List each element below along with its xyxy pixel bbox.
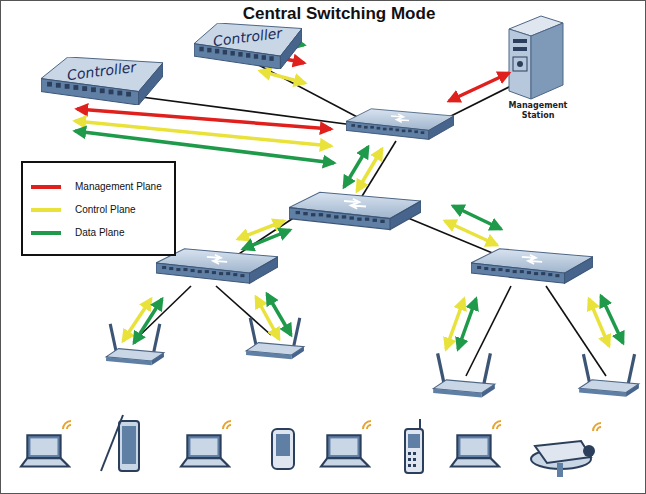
legend-row: Control Plane [31, 198, 168, 221]
station-label: Management Station [506, 101, 570, 121]
legend-box: Management PlaneControl PlaneData Plane [21, 161, 176, 256]
legend-swatch [31, 231, 61, 235]
controller-box: Controller [41, 57, 163, 105]
legend-row: Management Plane [31, 175, 168, 198]
diagram-title: Central Switching Mode [1, 4, 646, 24]
controller-box: Controller [194, 23, 302, 69]
legend-label: Management Plane [75, 181, 162, 192]
legend-swatch [31, 208, 61, 212]
legend-row: Data Plane [31, 221, 168, 244]
legend-swatch [31, 185, 61, 189]
node-label: Management Station [506, 101, 570, 121]
legend-label: Control Plane [75, 204, 136, 215]
legend-label: Data Plane [75, 227, 124, 238]
